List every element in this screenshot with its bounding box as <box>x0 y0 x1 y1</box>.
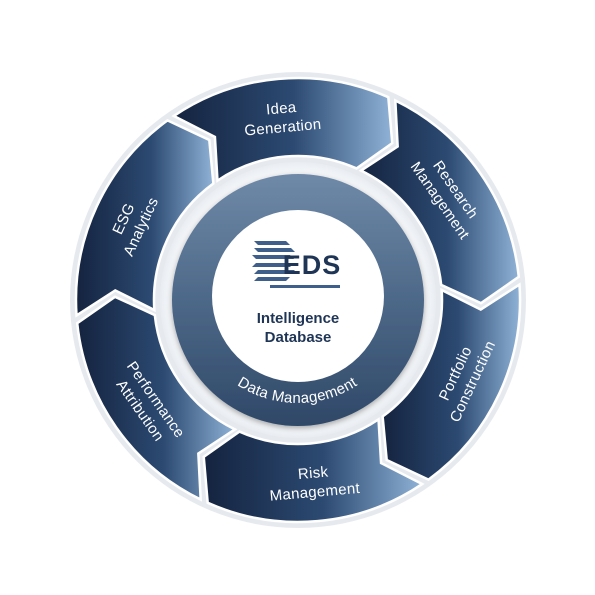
center-disc <box>212 210 384 382</box>
segment-idea-generation <box>171 76 394 183</box>
segment-label-line: Generation <box>244 116 322 140</box>
segment-label-idea-generation: IdeaGeneration <box>242 97 322 140</box>
segment-esg-analytics <box>74 118 215 318</box>
eds-logo-stripes <box>252 241 340 288</box>
segment-research-management <box>358 98 521 305</box>
eds-logo-text: EDS <box>283 250 342 280</box>
eds-logo: EDS <box>252 241 342 288</box>
center-title-line2: Database <box>265 329 332 346</box>
segments-layer: IdeaGenerationResearchManagementPortfoli… <box>74 76 522 524</box>
center-title-line1: Intelligence <box>257 310 340 327</box>
segment-label-line: Risk <box>297 464 329 484</box>
segment-label-line: Idea <box>265 99 297 119</box>
segment-risk-management <box>202 417 425 524</box>
segment-portfolio-construction <box>381 282 522 482</box>
segment-performance-attribution <box>75 295 238 502</box>
